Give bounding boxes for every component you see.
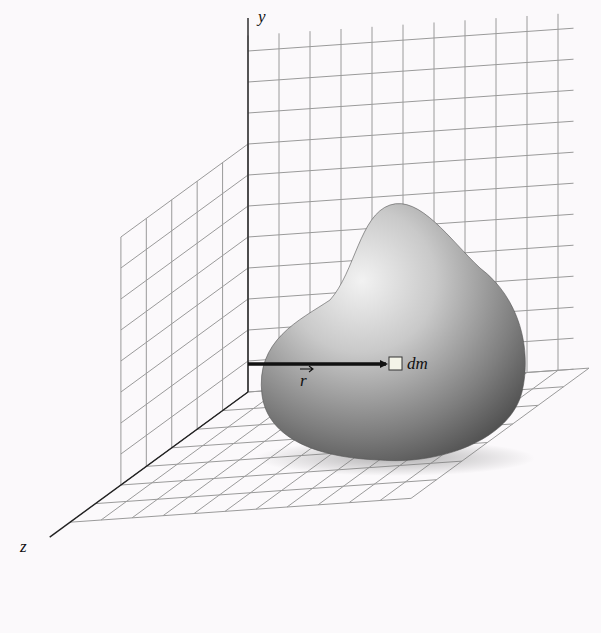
grid-line	[248, 28, 574, 51]
grid-line	[558, 14, 559, 371]
body-blob	[261, 204, 525, 461]
grid-line	[121, 330, 248, 423]
grid-line	[121, 299, 248, 392]
grid-line	[70, 498, 411, 522]
grid-line	[121, 237, 248, 330]
axis-label: y	[258, 8, 266, 25]
y-axis	[247, 18, 248, 392]
vector-label: r	[300, 372, 307, 389]
grid-line	[248, 59, 574, 82]
mass-label: dm	[407, 355, 428, 372]
grid-line	[121, 268, 248, 361]
grid-line	[248, 90, 574, 113]
grid-line	[121, 144, 248, 237]
grid-line	[279, 33, 280, 390]
grid-line	[101, 390, 279, 520]
position-vector	[248, 362, 386, 366]
axis-label: z	[20, 538, 27, 555]
axes	[50, 18, 248, 537]
grid-line	[121, 206, 248, 299]
grid-line	[248, 121, 574, 144]
mass-element	[389, 357, 402, 370]
grid-line	[248, 183, 574, 206]
z-axis	[50, 392, 248, 537]
grid-line	[527, 16, 528, 373]
grid-line	[248, 152, 574, 175]
grid-planes	[70, 14, 589, 522]
grid-line	[121, 361, 248, 454]
grid-line	[121, 175, 248, 268]
